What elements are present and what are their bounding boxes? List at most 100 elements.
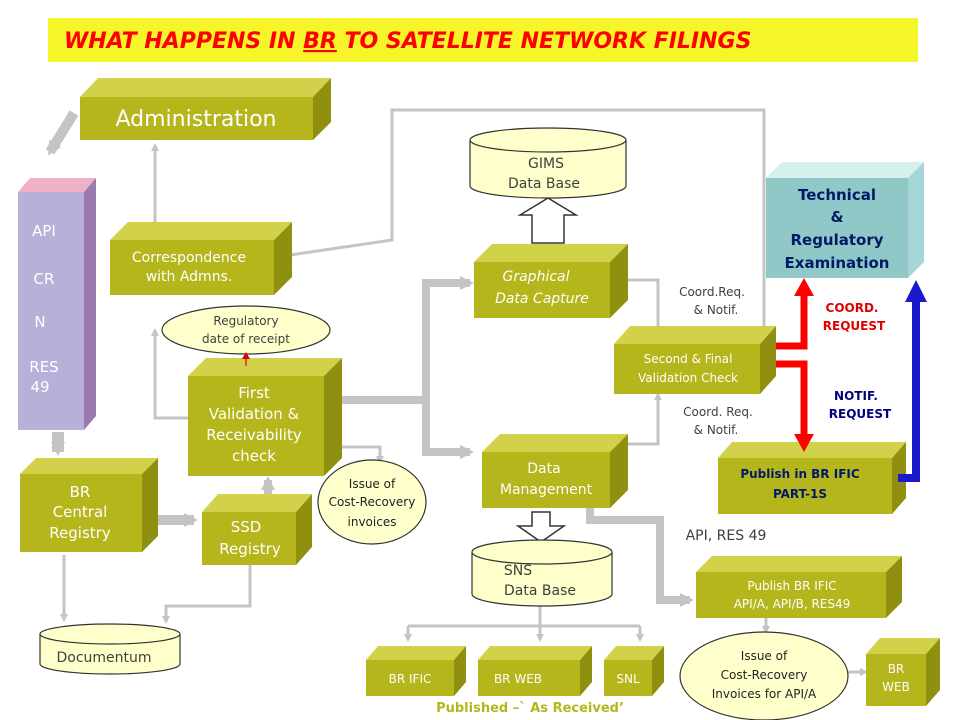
- technical-line-3: Regulatory: [790, 231, 883, 249]
- first-validation-line-4: check: [232, 447, 276, 465]
- cost-recovery-api-line-2: Cost-Recovery: [721, 668, 808, 682]
- publish-api-line-1: Publish BR IFIC: [747, 579, 836, 593]
- data-management-box: Data Management: [482, 434, 628, 508]
- cost-recovery-ellipse: Issue of Cost-Recovery invoices: [317, 459, 427, 545]
- sns-line-2: Data Base: [504, 583, 576, 599]
- sns-line-1: SNS: [504, 563, 532, 579]
- publish-part1s-box: Publish in BR IFIC PART-1S: [718, 442, 906, 514]
- first-validation-line-3: Receivability: [206, 426, 302, 444]
- br-ific-label: BR IFIC: [389, 672, 432, 686]
- correspondence-box: Correspondence with Admns.: [110, 222, 292, 295]
- res-label: RES: [29, 358, 58, 376]
- cost-recovery-api-ellipse: Issue of Cost-Recovery Invoices for API/…: [679, 631, 849, 720]
- footer-label: Published –` As Received’: [436, 701, 624, 716]
- regulatory-line-2: date of receipt: [202, 332, 290, 346]
- correspondence-line-1: Correspondence: [132, 250, 246, 266]
- central-line-3: Registry: [49, 524, 111, 542]
- cost-recovery-api-line-1: Issue of: [741, 649, 788, 663]
- data-mgmt-line-2: Management: [500, 482, 593, 498]
- snl-label: SNL: [616, 672, 640, 686]
- api-column-box: API CR N RES 49: [18, 178, 96, 430]
- notif-request-line-2: REQUEST: [829, 407, 892, 421]
- gims-up-arrow: [517, 197, 579, 244]
- central-line-2: Central: [53, 503, 108, 521]
- publish-part1s-line-2: PART-1S: [773, 487, 827, 501]
- first-validation-box: First Validation & Receivability check: [188, 358, 342, 476]
- api-res49-label: API, RES 49: [686, 528, 767, 544]
- regulatory-date-ellipse: Regulatory date of receipt: [161, 305, 331, 366]
- datamgmt-to-publish-arrow: [586, 508, 694, 607]
- regulatory-line-1: Regulatory: [213, 314, 278, 328]
- cr-label: CR: [34, 270, 55, 288]
- second-validation-box: Second & Final Validation Check: [614, 326, 776, 394]
- coord-request-red-arrow: [776, 292, 808, 438]
- administration-box: Administration: [80, 78, 331, 140]
- documentum-database: Documentum: [39, 623, 181, 675]
- blue-up-arrowhead: [905, 280, 927, 302]
- ssd-registry-box: SSD Registry: [202, 494, 312, 565]
- red-up-arrowhead: [794, 278, 814, 296]
- connectors: [45, 108, 868, 676]
- publish-part1s-line-1: Publish in BR IFIC: [740, 467, 860, 481]
- res-49-label: 49: [30, 378, 49, 396]
- notif-request-blue-arrow: [898, 296, 920, 482]
- graphical-capture-box: Graphical Data Capture: [474, 244, 628, 318]
- br-web-right-box: BR WEB: [866, 638, 940, 706]
- page-title: WHAT HAPPENS IN BR TO SATELLITE NETWORK …: [64, 29, 751, 54]
- br-ific-box: BR IFIC: [366, 646, 466, 696]
- br-web-right-line-1: BR: [888, 662, 905, 676]
- regulatory-red-arrowhead: [242, 352, 250, 359]
- administration-label: Administration: [116, 107, 277, 132]
- technical-exam-box: Technical & Regulatory Examination: [766, 162, 924, 278]
- cost-recovery-line-2: Cost-Recovery: [329, 495, 416, 509]
- admin-to-api-arrow: [45, 110, 79, 156]
- graphical-line-2: Data Capture: [495, 291, 589, 307]
- br-web-bottom-box: BR WEB: [478, 646, 592, 696]
- second-validation-line-2: Validation Check: [638, 371, 738, 385]
- cost-recovery-line-3: invoices: [348, 515, 397, 529]
- red-down-arrowhead: [794, 434, 814, 452]
- ssd-line-2: Registry: [219, 540, 281, 558]
- cost-recovery-line-1: Issue of: [349, 477, 396, 491]
- ssd-line-1: SSD: [231, 518, 262, 536]
- coord-request-line-1: COORD.: [826, 301, 879, 315]
- snl-box: SNL: [604, 646, 664, 696]
- coord-req-top-line-2: & Notif.: [694, 303, 739, 317]
- documentum-label: Documentum: [56, 650, 151, 666]
- technical-line-1: Technical: [798, 186, 876, 204]
- technical-line-2: &: [830, 208, 843, 226]
- validation-to-invoice-arrow: [342, 445, 384, 464]
- coord-req-bottom-line-1: Coord. Req.: [683, 405, 753, 419]
- n-label: N: [34, 313, 45, 331]
- coord-req-bottom-line-2: & Notif.: [694, 423, 739, 437]
- branch-to-graphical-arrow: [422, 276, 474, 404]
- api-label: API: [32, 222, 56, 240]
- publish-api-box: Publish BR IFIC API/A, API/B, RES49: [696, 556, 902, 618]
- data-mgmt-line-1: Data: [527, 461, 560, 477]
- first-validation-line-1: First: [238, 384, 270, 402]
- correspondence-line-2: with Admns.: [146, 269, 233, 285]
- technical-line-4: Examination: [785, 254, 890, 272]
- validation-to-correspondence-arrow: [151, 328, 188, 420]
- gims-database: GIMS Data Base: [469, 127, 627, 199]
- notif-request-line-1: NOTIF.: [834, 389, 878, 403]
- br-web-right-line-2: WEB: [882, 680, 910, 694]
- gims-line-2: Data Base: [508, 176, 580, 192]
- branch-to-data-mgmt-arrow: [422, 396, 474, 459]
- coord-req-top-line-1: Coord.Req.: [679, 285, 745, 299]
- publish-api-line-2: API/A, API/B, RES49: [734, 597, 851, 611]
- graphical-to-second-arrow: [628, 278, 662, 334]
- correspondence-loop-line: [289, 108, 768, 336]
- second-validation-line-1: Second & Final: [644, 352, 733, 366]
- datamgmt-to-second-arrow: [628, 392, 662, 446]
- central-line-1: BR: [70, 483, 91, 501]
- ssd-to-documentum-arrow: [162, 565, 252, 624]
- first-validation-line-2: Validation &: [209, 405, 300, 423]
- sns-down-arrow: [515, 511, 567, 543]
- graphical-line-1: Graphical: [503, 269, 570, 285]
- br-central-registry-box: BR Central Registry: [20, 458, 158, 552]
- cost-recovery-api-line-3: Invoices for API/A: [712, 687, 817, 701]
- br-web-bottom-label: BR WEB: [494, 672, 542, 686]
- gims-line-1: GIMS: [528, 156, 564, 172]
